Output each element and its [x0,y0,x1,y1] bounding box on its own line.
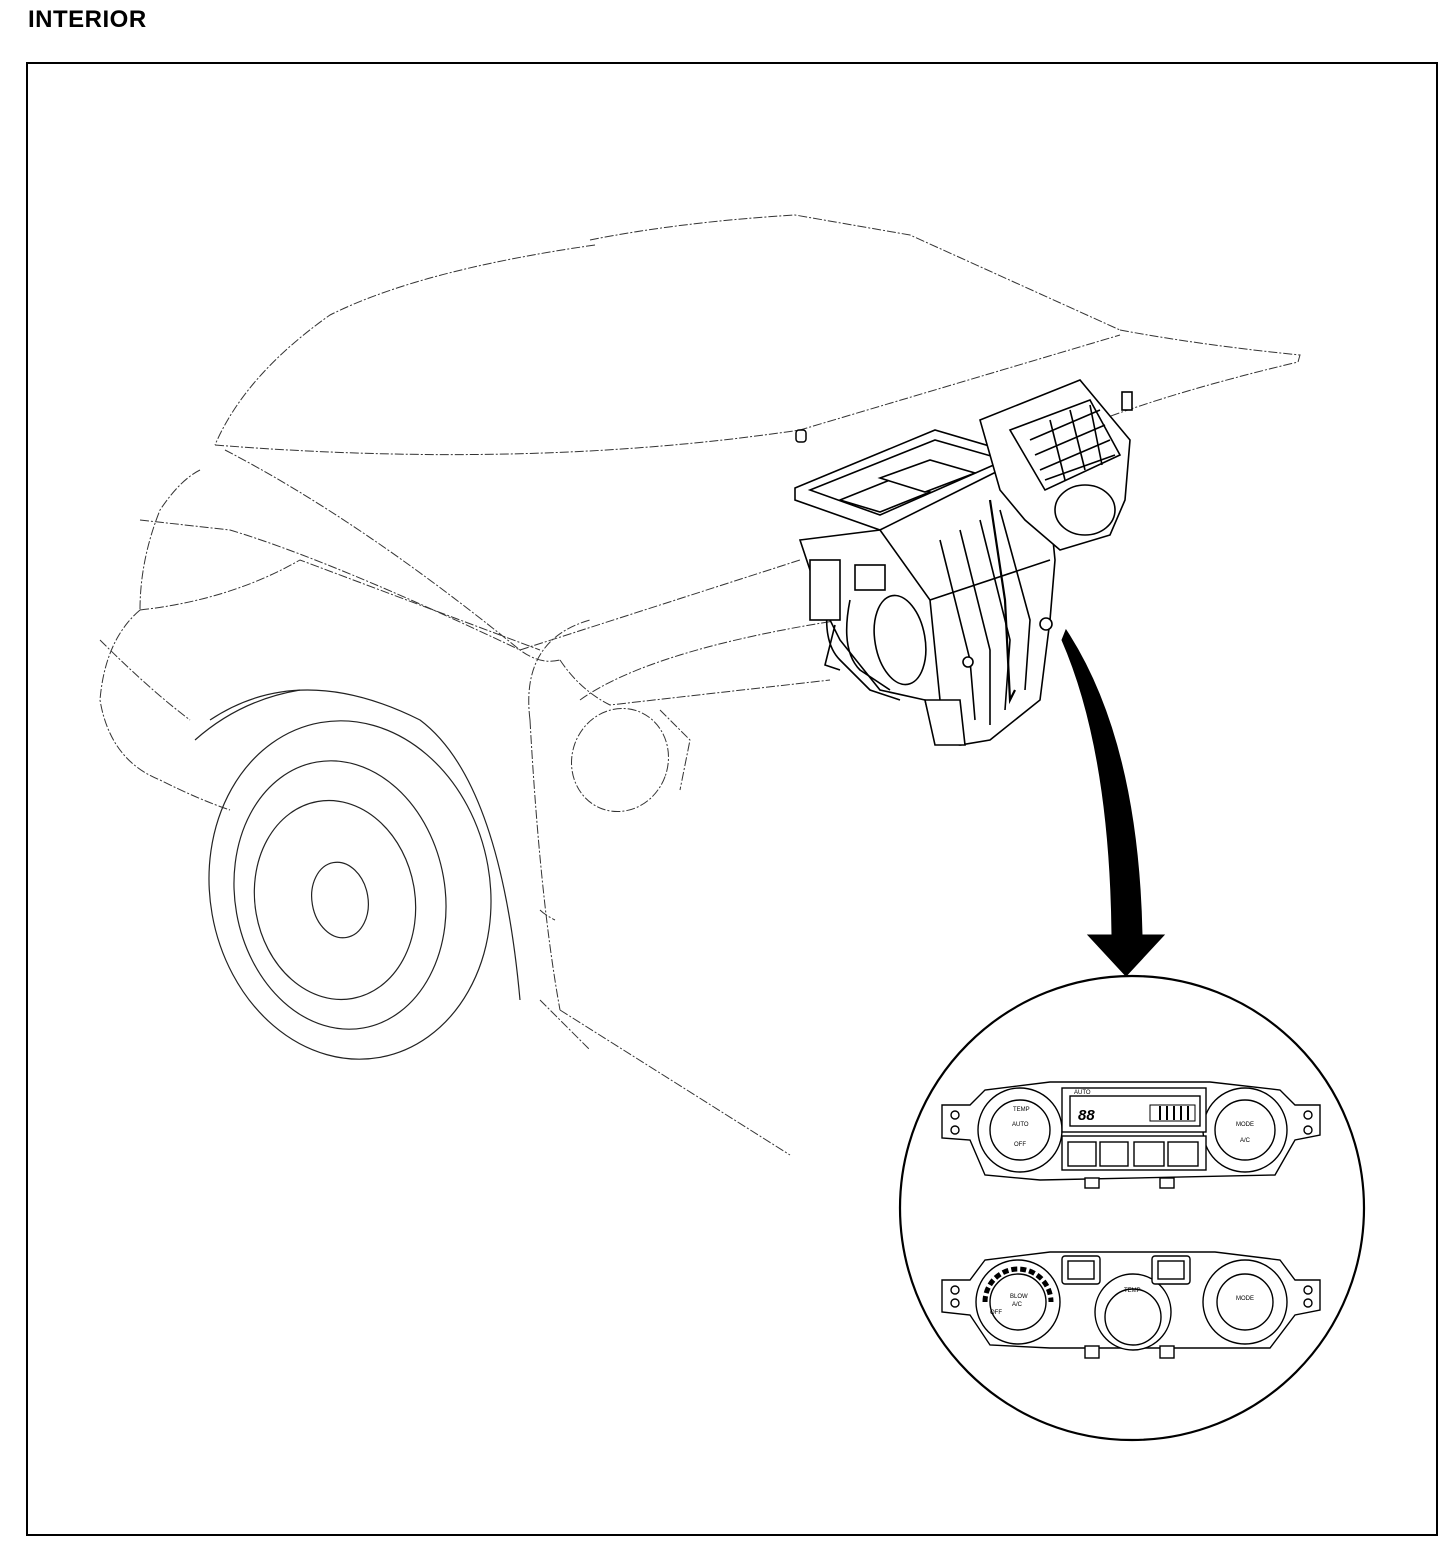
callout-arrow [1061,628,1166,977]
blower-unit [979,379,1133,551]
auto-label: AUTO [1012,1122,1029,1128]
center-temp-label: TEMP [1124,1288,1141,1294]
hvac-heater-unit [794,429,1056,746]
auto-climate-control-panel [941,1081,1321,1189]
lcd-auto-label: AUTO [1074,1090,1091,1096]
blow-label: BLOW [1010,1294,1028,1300]
manual-panel-labels: BLOW A/C OFF TEMP MODE [990,1288,1254,1316]
temp-label: TEMP [1013,1107,1030,1113]
manual-ac-label: A/C [1012,1302,1023,1308]
lcd-reading: 88 [1078,1107,1095,1124]
mode-label: MODE [1236,1122,1254,1128]
auto-panel-labels: TEMP AUTO OFF AUTO 88 MODE A/C [1012,1090,1254,1148]
illustration-frame [26,62,1438,1536]
manual-climate-control-panel [941,1251,1321,1359]
manual-off-label: OFF [990,1310,1002,1316]
car-outline [99,214,1301,1156]
detail-circle [898,974,1366,1442]
sensor-icon [795,429,807,443]
page-title: INTERIOR [28,6,147,33]
ac-label: A/C [1240,1138,1251,1144]
front-wheel [194,689,521,1060]
off-label: OFF [1014,1142,1026,1148]
manual-mode-label: MODE [1236,1296,1254,1302]
